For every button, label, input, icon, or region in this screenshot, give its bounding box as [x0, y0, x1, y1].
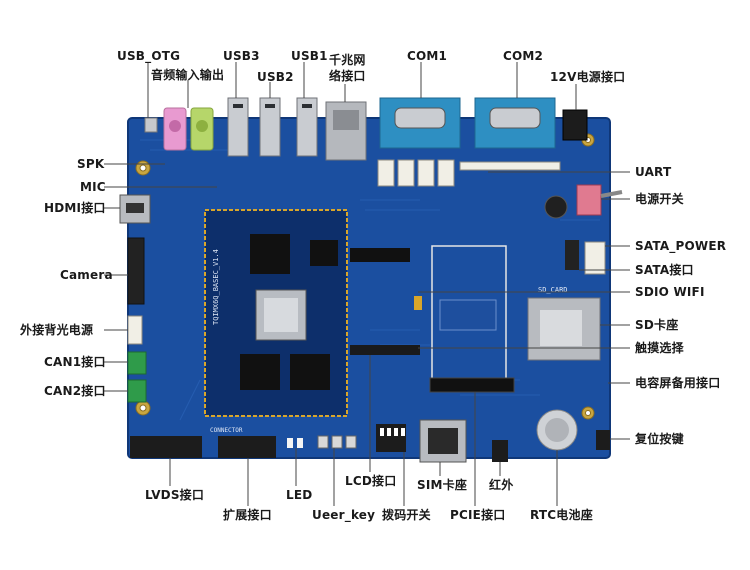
- label-com2: COM2: [503, 49, 544, 63]
- sata-power: [584, 241, 606, 275]
- label-can2: CAN2接口: [44, 384, 106, 398]
- label-user-key: Ueer_key: [312, 508, 376, 522]
- label-rtc-battery: RTC电池座: [530, 508, 593, 522]
- label-reset-button: 复位按键: [635, 432, 684, 446]
- label-usb-otg: USB_OTG: [117, 49, 181, 63]
- label-gigabit-eth-2: 络接口: [329, 69, 366, 83]
- core-module-silkscreen: TQIMX6Q_BASEC_V1.4: [212, 249, 220, 325]
- usb-otg-port: [144, 117, 158, 133]
- lvds-connector: [130, 436, 202, 458]
- capacitor: [544, 195, 568, 219]
- label-expansion: 扩展接口: [223, 508, 272, 522]
- label-power-12v: 12V电源接口: [550, 70, 626, 84]
- label-power-switch: 电源开关: [635, 192, 684, 206]
- camera-header: [127, 237, 145, 305]
- label-pcie: PCIE接口: [450, 508, 506, 522]
- label-sdio-wifi: SDIO WIFI: [635, 285, 705, 299]
- label-cap-screen: 电容屏备用接口: [635, 376, 721, 390]
- label-usb3: USB3: [223, 49, 260, 63]
- label-can1: CAN1接口: [44, 355, 106, 369]
- hdmi-port: [119, 194, 151, 224]
- label-lvds: LVDS接口: [145, 488, 205, 502]
- label-sd-slot: SD卡座: [635, 318, 679, 332]
- user-keys: [317, 435, 357, 449]
- sata-connector: [565, 240, 579, 270]
- expansion-connector: [218, 436, 276, 458]
- wifi-header: [350, 248, 410, 262]
- label-camera: Camera: [60, 268, 113, 282]
- label-sata-power: SATA_POWER: [635, 239, 727, 253]
- power-switch: [576, 184, 602, 216]
- touch-jumper: [414, 296, 422, 310]
- label-infrared: 红外: [489, 478, 514, 492]
- label-usb2: USB2: [257, 70, 294, 84]
- ir-receiver: [492, 440, 508, 462]
- label-com1: COM1: [407, 49, 448, 63]
- connector-silkscreen: CONNECTOR: [210, 427, 243, 434]
- usb-ports: [227, 97, 318, 157]
- power-jack: [562, 109, 588, 141]
- pcie-slot: [429, 377, 515, 393]
- label-spk: SPK: [77, 157, 105, 171]
- label-uart: UART: [635, 165, 672, 179]
- label-audio-io: 音频输入输出: [151, 68, 225, 82]
- white-headers: [377, 159, 561, 187]
- reset-button: [596, 430, 610, 450]
- label-hdmi: HDMI接口: [44, 201, 106, 215]
- label-gigabit-eth-1: 千兆网: [329, 53, 366, 67]
- led-group: [287, 438, 303, 448]
- label-mic: MIC: [80, 180, 106, 194]
- label-ext-backlight: 外接背光电源: [20, 323, 94, 337]
- label-sim-slot: SIM卡座: [417, 478, 468, 492]
- label-touch-select: 触摸选择: [635, 341, 684, 355]
- lcd-fpc: [350, 345, 420, 355]
- label-usb1: USB1: [291, 49, 328, 63]
- sd-card-silkscreen: SD_CARD: [538, 286, 568, 294]
- label-led: LED: [286, 488, 313, 502]
- can1-connector: [127, 351, 147, 375]
- label-lcd: LCD接口: [345, 474, 397, 488]
- com-ports: [379, 97, 556, 149]
- label-dip-switch: 拨码开关: [382, 508, 431, 522]
- label-sata: SATA接口: [635, 263, 694, 277]
